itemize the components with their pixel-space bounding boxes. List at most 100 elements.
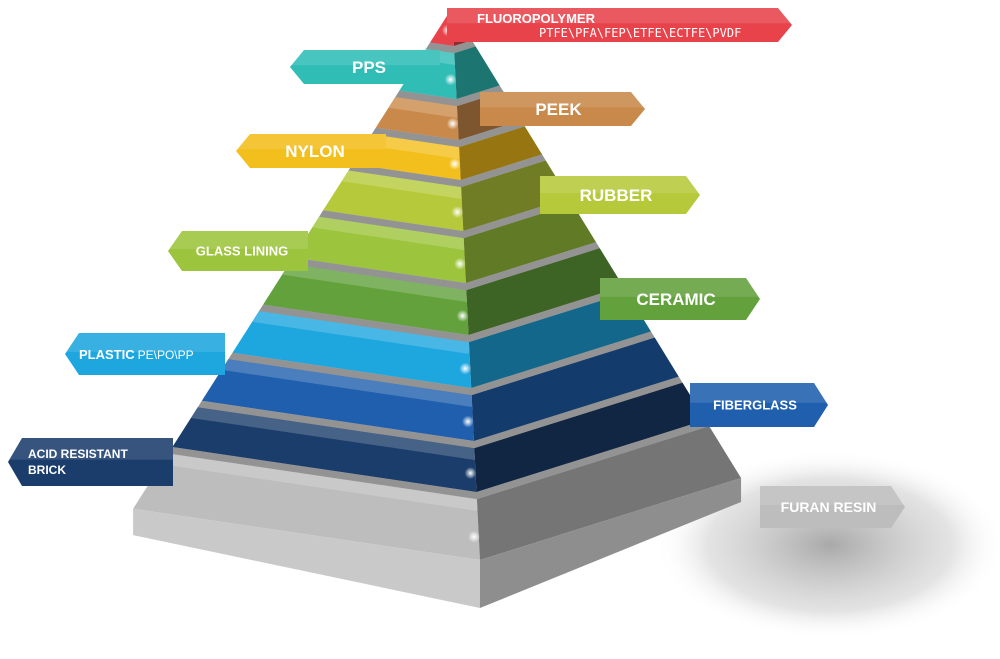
- tag-background: [480, 92, 645, 126]
- layer-highlight: [252, 311, 470, 354]
- layer-right-face: [459, 126, 543, 180]
- tag-background: [600, 278, 760, 320]
- tag-sublabel: PE\PO\PP: [138, 348, 194, 362]
- edge-sparkle: [461, 415, 474, 428]
- layer-step-gap: [319, 197, 573, 239]
- layer-step-gap: [228, 331, 655, 396]
- tag-glass-lining: GLASS LINING: [168, 231, 308, 271]
- tag-fiberglass: FIBERGLASS: [690, 383, 828, 427]
- tag-label: GLASS LINING: [196, 244, 288, 259]
- base-left-side: [133, 508, 480, 608]
- tag-label: ACID RESISTANT: [28, 447, 128, 461]
- tag-background: [447, 8, 792, 42]
- pyramid-base: [133, 477, 742, 608]
- tag-background: [290, 50, 440, 84]
- pyramid-layers: [133, 8, 742, 608]
- layer-step-gap: [371, 120, 525, 148]
- tag-label: NYLON: [285, 142, 345, 161]
- layer-step-gap: [258, 286, 627, 343]
- layer-step-gap: [197, 376, 683, 449]
- pyramid-layer-acid-resistant-brick: [172, 376, 706, 492]
- layer-highlight: [364, 134, 460, 159]
- tag-label: FURAN RESIN: [781, 499, 877, 515]
- pyramid-layer-glass-lining: [293, 197, 597, 283]
- edge-sparkle: [451, 206, 464, 219]
- tag-sheen: [8, 438, 173, 460]
- edge-sparkle: [459, 362, 472, 375]
- pyramid-shadow: [655, 450, 1000, 640]
- tag-sheen: [65, 333, 225, 352]
- layer-left-face: [201, 359, 474, 441]
- edge-sparkle: [464, 467, 477, 480]
- tag-sheen: [236, 134, 386, 150]
- layer-highlight: [190, 407, 475, 460]
- tag-label: FLUOROPOLYMER: [477, 11, 596, 26]
- layer-right-face: [454, 46, 500, 99]
- layer-left-face: [232, 311, 472, 388]
- tag-rubber: RUBBER: [540, 176, 700, 214]
- base-right-side: [479, 477, 742, 608]
- tag-furan-resin: FURAN RESIN: [760, 486, 905, 528]
- layer-left-face: [172, 407, 477, 492]
- edge-sparkle: [448, 157, 461, 170]
- tag-peek: PEEK: [480, 92, 645, 126]
- tag-ceramic: CERAMIC: [600, 278, 760, 320]
- layer-tags: FLUOROPOLYMERPTFE\PFA\FEP\ETFE\ECTFE\PVD…: [8, 8, 905, 528]
- tag-label: RUBBER: [580, 186, 653, 205]
- edge-sparkle: [444, 73, 457, 86]
- tag-sheen: [290, 50, 440, 66]
- layer-right-face: [466, 248, 624, 335]
- tag-label: PPS: [352, 58, 386, 77]
- layer-highlight: [312, 216, 465, 250]
- tag-background: [760, 486, 905, 528]
- layer-highlight: [388, 96, 458, 118]
- tag-sheen: [447, 8, 792, 24]
- layer-step-gap: [395, 85, 504, 107]
- tag-pps: PPS: [290, 50, 440, 84]
- layer-right-face: [471, 337, 679, 441]
- tag-background: [8, 438, 173, 486]
- tag-sheen: [690, 383, 828, 403]
- layer-right-face: [463, 203, 597, 283]
- edge-sparkle: [453, 257, 466, 270]
- tag-label-line2: BRICK: [28, 463, 66, 477]
- pyramid-layer-furan-resin: [133, 420, 742, 560]
- tag-background: [690, 383, 828, 427]
- tag-background: [65, 333, 225, 375]
- tag-sublabel: PTFE\PFA\FEP\ETFE\ECTFE\PVDF: [539, 26, 741, 40]
- tag-sheen: [760, 486, 905, 505]
- layer-highlight: [221, 359, 473, 407]
- tag-sheen: [540, 176, 700, 194]
- layer-right-face: [476, 426, 742, 560]
- tag-background: [236, 134, 386, 168]
- tag-acid-resistant-brick: ACID RESISTANT BRICK: [8, 438, 173, 486]
- edge-sparkle: [467, 530, 480, 543]
- tag-fluoropolymer: FLUOROPOLYMERPTFE\PFA\FEP\ETFE\ECTFE\PVD…: [447, 8, 792, 42]
- tag-label: PEEK: [535, 100, 582, 119]
- layer-highlight: [161, 453, 478, 511]
- layer-step-gap: [289, 242, 600, 291]
- pyramid-layer-ceramic: [263, 242, 624, 335]
- pyramid-layer-fiberglass: [201, 331, 679, 441]
- layer-highlight: [282, 263, 467, 302]
- tag-label: FIBERGLASS: [713, 398, 797, 413]
- tag-background: [168, 231, 308, 271]
- layer-step-gap: [425, 40, 476, 54]
- tag-sheen: [600, 278, 760, 297]
- tag-sheen: [480, 92, 645, 108]
- pyramid-layer-nylon: [352, 120, 543, 180]
- layer-highlight: [341, 170, 462, 199]
- layer-step-gap: [168, 420, 710, 500]
- tag-sheen: [168, 231, 308, 249]
- layer-left-face: [133, 453, 480, 560]
- tag-nylon: NYLON: [236, 134, 386, 168]
- edge-sparkle: [446, 117, 459, 130]
- layer-left-face: [263, 263, 469, 335]
- tag-background: [540, 176, 700, 214]
- edge-sparkle: [456, 309, 469, 322]
- tag-label: CERAMIC: [636, 290, 715, 309]
- pyramid-layer-peek: [375, 85, 522, 140]
